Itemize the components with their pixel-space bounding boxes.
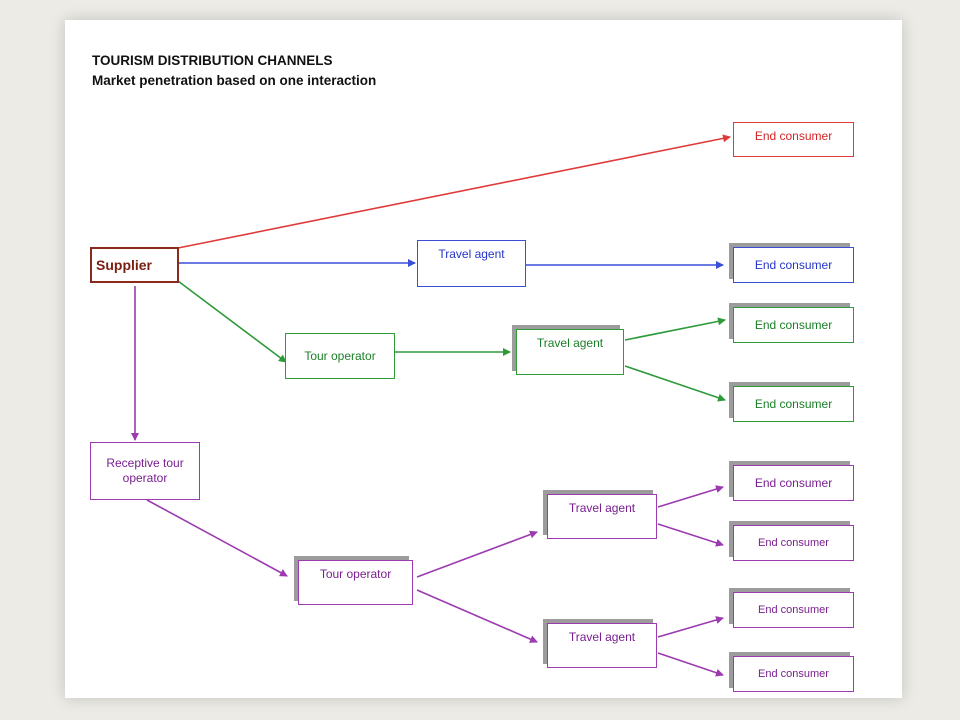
node-tour-operator-purple: Tour operator xyxy=(298,560,413,605)
node-travel-agent-purple-2-label: Travel agent xyxy=(568,630,636,644)
node-travel-agent-green-label: Travel agent xyxy=(536,336,604,350)
node-travel-agent-blue-label: Travel agent xyxy=(438,247,505,261)
node-supplier-label: Supplier xyxy=(96,256,153,273)
connector-arrows xyxy=(131,134,731,677)
node-receptive-tour-operator: Receptive tour operator xyxy=(90,442,200,500)
node-travel-agent-blue: Travel agent xyxy=(417,240,526,287)
node-travel-agent-purple-2: Travel agent xyxy=(547,623,657,668)
node-end-consumer-purple-4-label: End consumer xyxy=(758,667,829,680)
node-travel-agent-purple-1-label: Travel agent xyxy=(568,501,636,515)
arrow-travel-agent-to-end-consumer-1 xyxy=(624,317,726,341)
node-end-consumer-direct-label: End consumer xyxy=(754,129,833,143)
node-end-consumer-green-1-label: End consumer xyxy=(754,317,833,332)
node-end-consumer-purple-1: End consumer xyxy=(733,465,854,501)
node-end-consumer-green-1: End consumer xyxy=(733,307,854,343)
arrow-tour-operator-to-travel-agent-1 xyxy=(416,530,538,578)
node-end-consumer-purple-1-label: End consumer xyxy=(754,475,833,490)
title-line-2: Market penetration based on one interact… xyxy=(92,73,377,88)
node-end-consumer-blue: End consumer xyxy=(733,247,854,283)
slide: TOURISM DISTRIBUTION CHANNELS Market pen… xyxy=(65,20,902,698)
node-travel-agent-green: Travel agent xyxy=(516,329,624,375)
arrow-tour-operator-to-travel-agent-2 xyxy=(416,589,538,643)
arrow-travel-agent-to-end-consumer-2 xyxy=(624,365,726,402)
arrow-supplier-to-tour-operator xyxy=(177,280,287,363)
arrow-travel-agent-1-to-end-consumer-1 xyxy=(657,485,724,508)
node-supplier: Supplier xyxy=(90,247,179,283)
node-end-consumer-blue-label: End consumer xyxy=(754,257,833,272)
node-end-consumer-purple-4: End consumer xyxy=(733,656,854,692)
node-end-consumer-purple-3: End consumer xyxy=(733,592,854,628)
arrow-supplier-to-end-consumer xyxy=(177,134,731,249)
node-travel-agent-purple-1: Travel agent xyxy=(547,494,657,539)
arrow-travel-agent-2-to-end-consumer-4 xyxy=(657,652,724,677)
node-end-consumer-green-2-label: End consumer xyxy=(754,396,833,411)
node-tour-operator-green-label: Tour operator xyxy=(304,348,376,363)
node-tour-operator-green: Tour operator xyxy=(285,333,395,379)
node-end-consumer-purple-3-label: End consumer xyxy=(758,603,829,616)
node-end-consumer-purple-2: End consumer xyxy=(733,525,854,561)
node-end-consumer-purple-2-label: End consumer xyxy=(758,536,829,549)
arrow-receptive-to-tour-operator xyxy=(146,499,288,577)
node-end-consumer-green-2: End consumer xyxy=(733,386,854,422)
node-tour-operator-purple-label: Tour operator xyxy=(319,567,392,581)
arrow-travel-agent-1-to-end-consumer-2 xyxy=(657,523,724,547)
node-end-consumer-direct: End consumer xyxy=(733,122,854,157)
title-line-1: TOURISM DISTRIBUTION CHANNELS xyxy=(92,53,333,68)
arrow-travel-agent-2-to-end-consumer-3 xyxy=(657,616,724,638)
diagram-title: TOURISM DISTRIBUTION CHANNELS Market pen… xyxy=(92,51,376,91)
node-receptive-tour-operator-label: Receptive tour operator xyxy=(106,456,184,485)
